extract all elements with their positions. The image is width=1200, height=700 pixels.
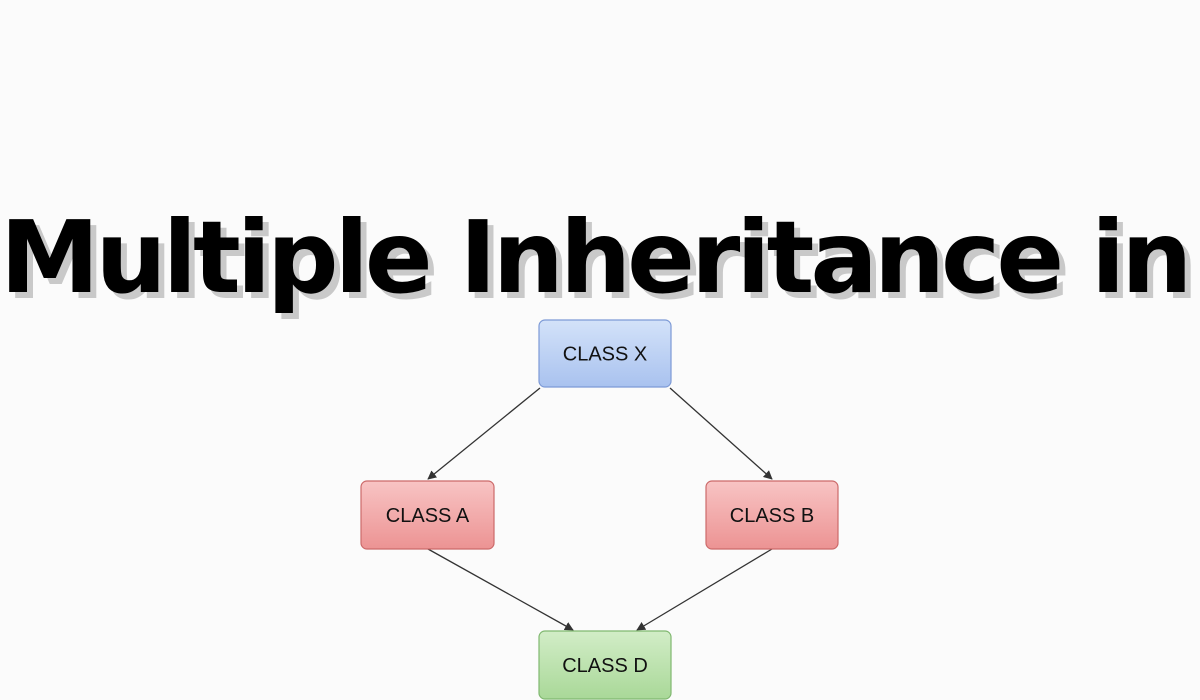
node-class-d: CLASS D [538, 630, 672, 700]
node-class-a-box [360, 480, 495, 550]
arrow-x-to-a [427, 387, 541, 480]
arrow-a-to-d [427, 548, 574, 631]
node-class-d-label: CLASS D [562, 655, 648, 677]
node-class-b: CLASS B [705, 480, 839, 550]
page-title: Multiple Inheritance in C# [0, 188, 1200, 328]
arrow-x-to-b [669, 387, 773, 480]
arrow-b-to-d [636, 548, 773, 631]
node-class-a-label: CLASS A [386, 505, 470, 527]
node-class-x: CLASS X [538, 319, 672, 388]
node-class-b-label: CLASS B [730, 505, 814, 527]
node-class-b-box [705, 480, 839, 550]
node-class-x-box [538, 319, 672, 388]
edges [427, 387, 773, 631]
nodes: CLASS X CLASS A CLASS B CLASS D [360, 319, 839, 700]
node-class-a: CLASS A [360, 480, 495, 550]
node-class-d-box [538, 630, 672, 700]
page-title-text: Multiple Inheritance in [0, 199, 1200, 316]
node-class-x-label: CLASS X [563, 344, 647, 366]
